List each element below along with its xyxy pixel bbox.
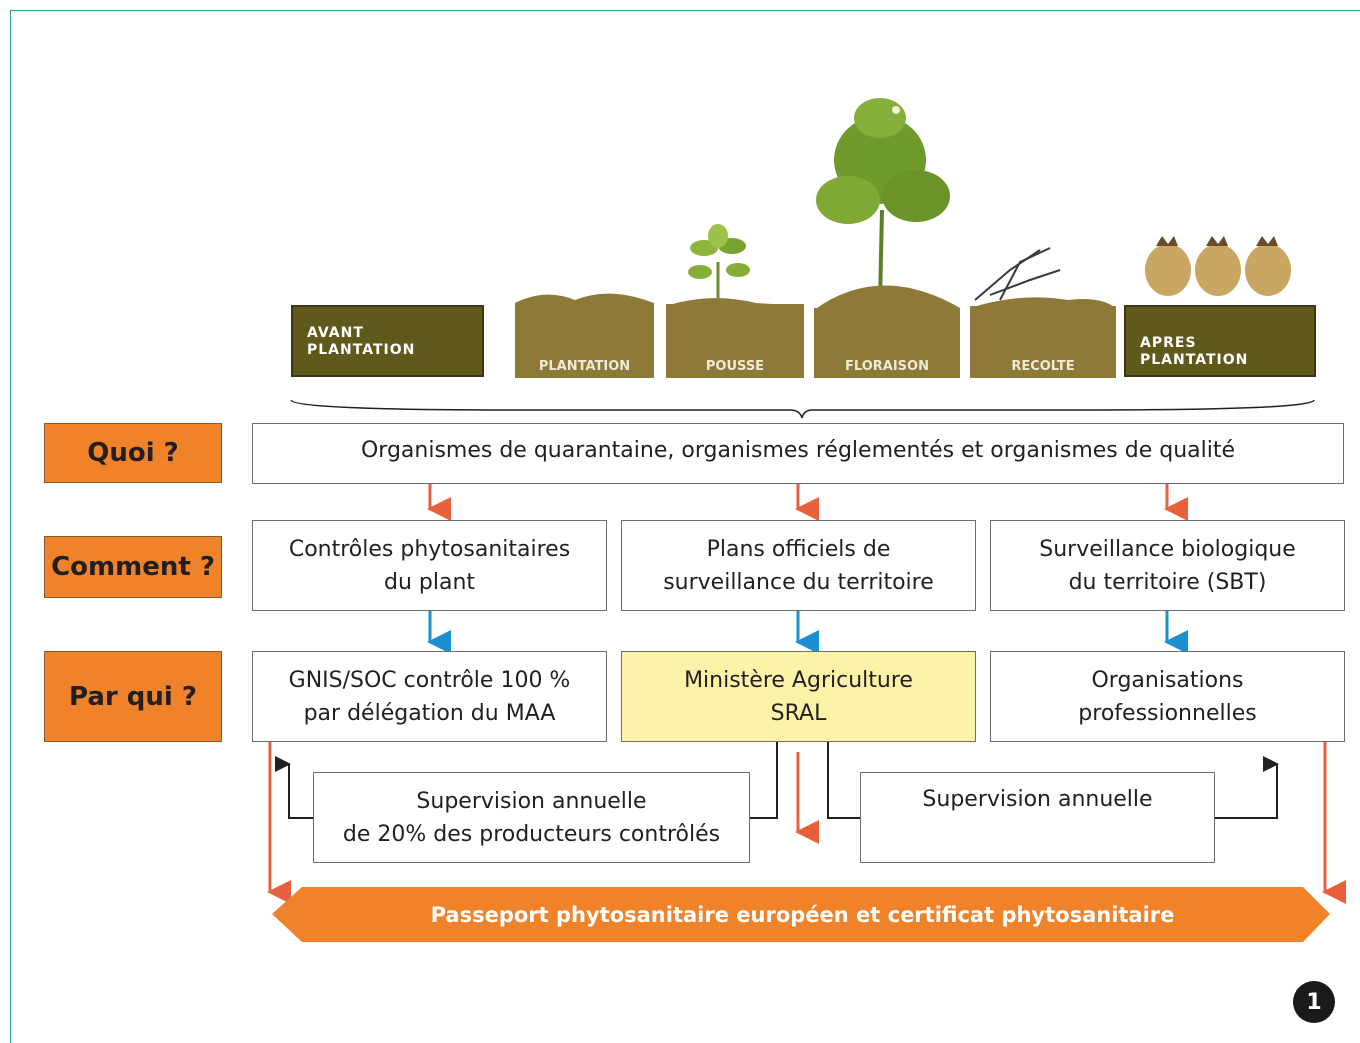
row-label-comment: Comment ? [44,536,222,598]
supervision-box-left: Supervision annuelle de 20% des producte… [313,772,750,863]
figure-number-badge: 1 [1293,981,1335,1023]
stage-floraison-label: FLORAISON [845,359,929,374]
stage-plantation: PLANTATION [515,304,654,378]
par-qui-box-gnis: GNIS/SOC contrôle 100 % par délégation d… [252,651,607,742]
par-qui-text-organisations: Organisations professionnelles [1078,668,1257,726]
supervision-text-right: Supervision annuelle [922,787,1153,812]
row-label-par-qui: Par qui ? [44,651,222,742]
par-qui-text-ministere: Ministère Agriculture SRAL [684,668,913,726]
par-qui-text-gnis: GNIS/SOC contrôle 100 % par délégation d… [288,668,571,726]
quoi-text: Organismes de quarantaine, organismes ré… [360,438,1236,463]
comment-box-sbt: Surveillance biologique du territoire (S… [990,520,1345,611]
stage-recolte-label: RECOLTE [1011,359,1075,374]
comment-text-controles: Contrôles phytosanitaires du plant [288,537,571,595]
row-label-quoi: Quoi ? [44,423,222,483]
stage-apres-plantation: APRES PLANTATION [1124,305,1316,377]
par-qui-box-ministere: Ministère Agriculture SRAL [621,651,976,742]
passeport-label: Passeport phytosanitaire européen et cer… [430,902,1175,927]
pousse-plant-illustration [688,224,750,318]
comment-box-controles: Contrôles phytosanitaires du plant [252,520,607,611]
supervision-box-right: Supervision annuelle [860,772,1215,863]
floraison-plant-illustration [816,98,950,303]
stage-avant-plantation: AVANT PLANTATION [291,305,484,377]
quoi-box: Organismes de quarantaine, organismes ré… [252,423,1344,484]
stage-brace [290,399,1315,419]
passeport-banner-shape [272,887,1330,942]
recolte-stems-illustration [974,247,1061,301]
comment-text-sbt: Surveillance biologique du territoire (S… [1039,537,1296,595]
stage-pousse: POUSSE [666,304,804,378]
figure-frame [10,10,1360,1043]
par-qui-box-organisations: Organisations professionnelles [990,651,1345,742]
stage-plantation-label: PLANTATION [538,359,631,374]
tubers-illustration [1145,236,1291,296]
stage-floraison: FLORAISON [814,308,960,378]
comment-text-plans: Plans officiels de surveillance du terri… [663,537,934,595]
stage-pousse-label: POUSSE [705,359,765,374]
comment-box-plans: Plans officiels de surveillance du terri… [621,520,976,611]
stage-recolte: RECOLTE [970,306,1116,378]
supervision-text-left: Supervision annuelle de 20% des producte… [342,789,721,847]
